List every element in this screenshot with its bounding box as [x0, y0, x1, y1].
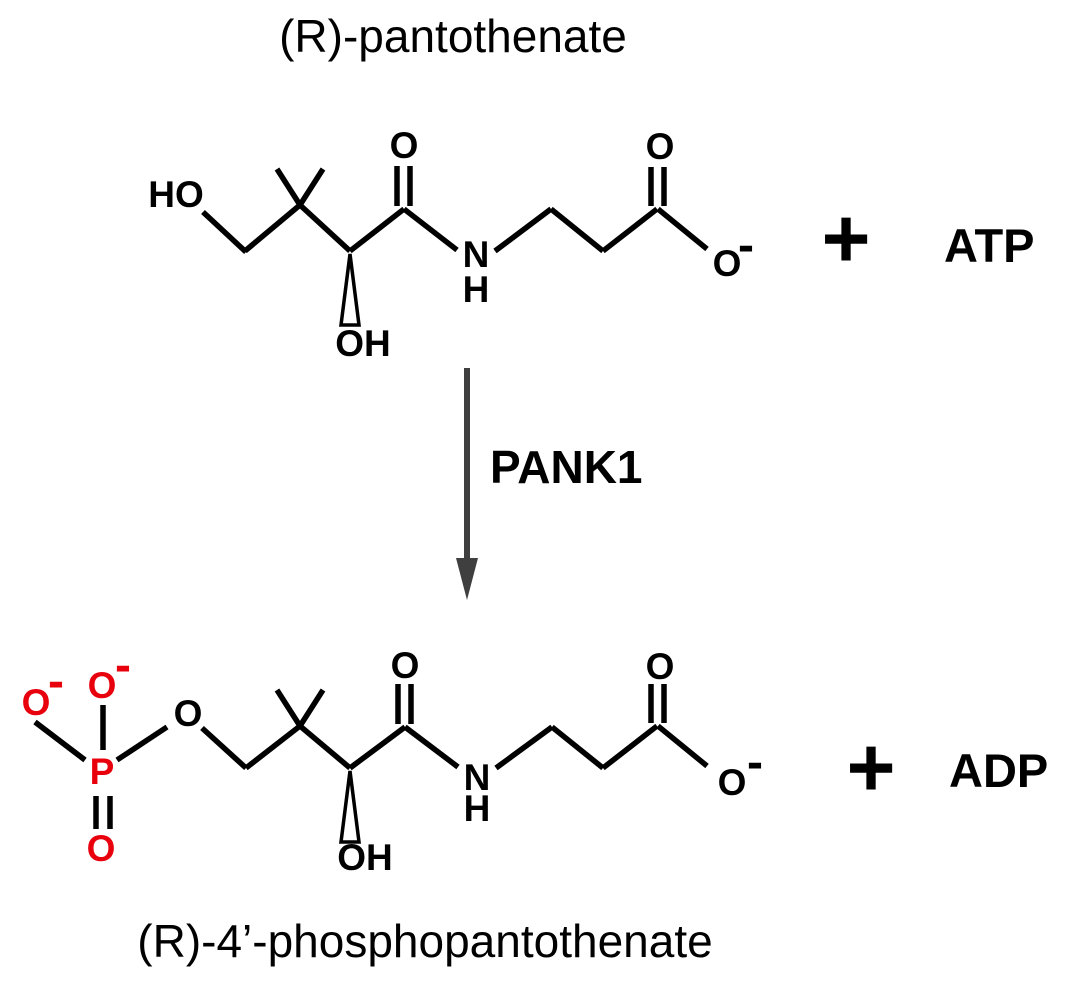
amide-oxygen-label: O — [390, 125, 419, 166]
amide-nitrogen-label: N — [463, 234, 490, 275]
cofactor-adp: ADP — [949, 744, 1048, 797]
phosphate-oxygen-top-label: O — [88, 665, 117, 706]
bond — [550, 724, 605, 771]
stereo-wedge — [339, 253, 361, 327]
plus-sign-top: + — [821, 191, 870, 285]
phosphate-oxygen-left-label: O — [22, 682, 51, 723]
amide-hydrogen-label: H — [464, 788, 491, 829]
phosphate-oxygen-left-charge: - — [48, 655, 64, 708]
enzyme-label: PANK1 — [490, 441, 643, 493]
substrate-title: (R)-pantothenate — [279, 10, 627, 62]
amide-nitrogen-label: N — [464, 757, 491, 798]
carboxylate-charge: - — [738, 219, 754, 272]
bond — [656, 723, 709, 769]
bond — [656, 206, 709, 252]
bond — [200, 725, 248, 771]
substrate-structure: HO O N H OH O O - — [148, 125, 754, 364]
bond-phosphate — [115, 724, 169, 763]
bond — [201, 209, 248, 255]
bond-phosphate — [33, 719, 87, 763]
bond — [402, 206, 459, 253]
bond — [348, 724, 407, 771]
carboxyl-oxygen-label: O — [646, 126, 675, 167]
stereo-wedge — [339, 770, 361, 844]
bond-methyl — [297, 167, 326, 207]
carboxyl-oxygen-label: O — [646, 646, 675, 687]
bond-methyl — [297, 688, 326, 728]
hydroxyl-label: HO — [148, 174, 204, 215]
bond — [493, 206, 553, 254]
phosphorus-label: P — [90, 751, 115, 792]
cofactor-atp: ATP — [944, 219, 1035, 272]
stereo-hydroxyl-label: OH — [335, 323, 391, 364]
bond — [549, 206, 605, 254]
bond — [403, 724, 460, 770]
amide-oxygen-label: O — [391, 645, 420, 686]
bond — [244, 723, 302, 771]
bond-methyl — [274, 167, 303, 207]
ester-oxygen-label: O — [174, 693, 203, 734]
bond-methyl — [274, 688, 303, 728]
product-title: (R)-4’-phosphopantothenate — [137, 915, 712, 967]
stereo-hydroxyl-label: OH — [337, 837, 393, 878]
amide-hydrogen-label: H — [463, 269, 490, 310]
bond — [494, 724, 554, 771]
bond — [298, 202, 352, 254]
bond — [601, 723, 659, 771]
bond — [243, 202, 302, 254]
arrow-head-icon — [456, 558, 478, 600]
phosphate-oxygen-double-label: O — [87, 828, 116, 869]
carboxylate-oxygen-label: O — [718, 762, 747, 803]
bond — [348, 206, 406, 254]
product-structure: O - O - P O O O N H OH O O - — [22, 639, 763, 878]
bond — [298, 723, 352, 771]
carboxylate-charge: - — [747, 736, 763, 789]
bond — [601, 206, 659, 254]
carboxylate-oxygen-label: O — [713, 243, 742, 284]
reaction-arrow — [456, 368, 478, 600]
plus-sign-bottom: + — [846, 720, 895, 814]
phosphate-oxygen-top-charge: - — [115, 639, 131, 692]
